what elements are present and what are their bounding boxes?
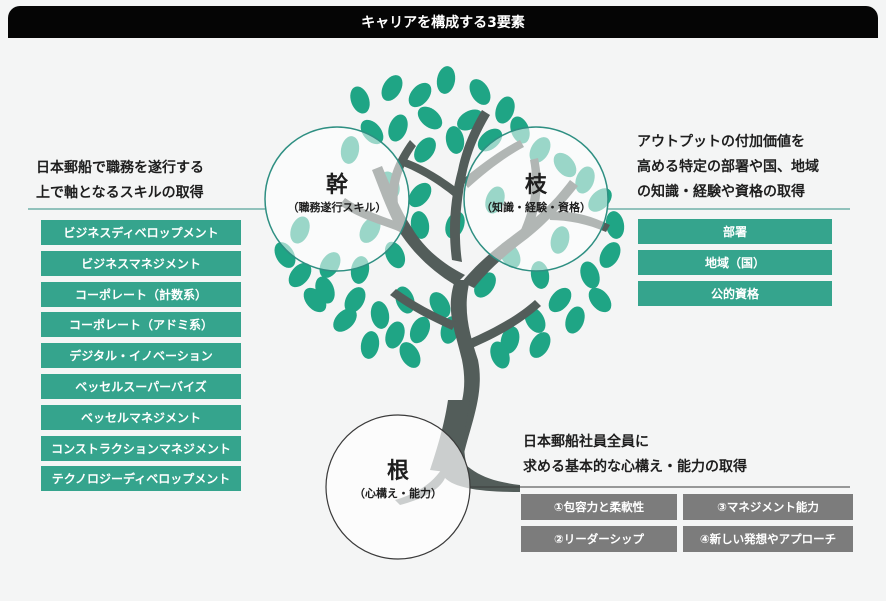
- leaf-shape: [599, 242, 621, 268]
- branch-circle: [463, 126, 609, 272]
- leaf-shape: [360, 331, 380, 359]
- leaf-shape: [605, 211, 625, 239]
- root-heading-line: 日本郵船社員全員に: [523, 434, 649, 450]
- trunk-skill-list: ビジネスディベロップメント ビジネスマネジメント コーポレート（計数系） コーポ…: [41, 220, 241, 492]
- leaf-shape: [588, 287, 612, 313]
- trunk-skill-item: コーポレート（計数系）: [41, 281, 241, 307]
- leaf-shape: [417, 106, 443, 130]
- leaf-shape: [333, 308, 357, 332]
- branch-circle-label: 枝 （知識・経験・資格）: [466, 172, 606, 216]
- leaf-shape: [399, 342, 421, 368]
- trunk-circle: [264, 126, 410, 272]
- leaf-shape: [495, 96, 515, 124]
- leaf-shape: [388, 114, 408, 142]
- leaf-shape: [429, 292, 451, 318]
- leaf-shape: [381, 75, 403, 101]
- trunk-skill-item: ビジネスマネジメント: [41, 250, 241, 276]
- trunk-skill-item: ベッセルスーパーバイズ: [41, 373, 241, 399]
- leaf-shape: [408, 82, 432, 108]
- leaf-shape: [385, 321, 405, 349]
- branch-heading-line: の知識・経験や資格の取得: [637, 184, 805, 200]
- leaf-shape: [529, 332, 551, 358]
- leaf-shape: [303, 287, 327, 313]
- leaf-shape: [370, 301, 390, 329]
- branch-knowledge-item: 部署: [638, 219, 832, 244]
- trunk-heading-line: 日本郵船で職務を遂行する: [36, 160, 204, 176]
- leaf-shape: [580, 261, 600, 289]
- root-kanji: 根: [386, 459, 409, 484]
- root-ability-item: ②リーダーシップ: [521, 526, 677, 552]
- leaf-shape: [344, 287, 366, 313]
- leaf-shape: [414, 137, 436, 163]
- leaf-shape: [408, 182, 432, 208]
- trunk-kanji: 幹: [325, 173, 348, 198]
- page-title: キャリアを構成する3要素: [361, 15, 525, 31]
- branch-heading-line: アウトプットの付加価値を: [637, 134, 805, 150]
- branch-heading-line: 高める特定の部署や国、地域: [637, 159, 819, 175]
- branch-knowledge-item: 公的資格: [638, 281, 832, 306]
- leaf-shape: [565, 306, 585, 334]
- root-ability-item: ①包容力と柔軟性: [521, 494, 677, 520]
- leaf-shape: [490, 341, 510, 369]
- root-heading-line: 求める基本的な心構え・能力の取得: [523, 459, 747, 475]
- branch-kanji: 枝: [524, 173, 547, 198]
- branch-heading: アウトプットの付加価値を 高める特定の部署や国、地域 の知識・経験や資格の取得: [637, 130, 819, 205]
- root-heading: 日本郵船社員全員に 求める基本的な心構え・能力の取得: [523, 430, 747, 480]
- trunk-skill-item: ビジネスディベロップメント: [41, 220, 241, 245]
- branch-knowledge-item: 地域（国）: [638, 250, 832, 275]
- root-subtitle: （心構え・能力）: [354, 487, 442, 500]
- trunk-skill-item: コーポレート（アドミ系）: [41, 312, 241, 338]
- trunk-skill-item: ベッセルマネジメント: [41, 404, 241, 430]
- root-circle-label: 根 （心構え・能力）: [328, 458, 468, 502]
- leaf-shape: [288, 262, 312, 288]
- root-ability-item: ④新しい発想やアプローチ: [683, 526, 853, 552]
- leaf-shape: [409, 316, 431, 344]
- trunk-skill-item: テクノロジーディベロップメント: [41, 466, 241, 492]
- root-ability-grid: ①包容力と柔軟性 ③マネジメント能力 ②リーダーシップ ④新しい発想やアプローチ: [521, 494, 853, 552]
- trunk-heading-line: 上で軸となるスキルの取得: [36, 185, 204, 201]
- trunk-circle-label: 幹 （職務遂行スキル）: [267, 172, 407, 216]
- trunk-heading: 日本郵船で職務を遂行する 上で軸となるスキルの取得: [36, 156, 204, 206]
- trunk-skill-item: デジタル・イノベーション: [41, 343, 241, 369]
- leaf-shape: [548, 287, 572, 313]
- root-ability-item: ③マネジメント能力: [683, 494, 853, 520]
- branch-subtitle: （知識・経験・資格）: [481, 201, 591, 214]
- leaf-shape: [436, 66, 456, 94]
- title-bar: キャリアを構成する3要素: [8, 6, 878, 38]
- leaf-shape: [350, 86, 370, 114]
- leaf-shape: [469, 79, 491, 105]
- leaf-shape: [410, 211, 430, 239]
- leaf-shape: [445, 126, 465, 154]
- trunk-subtitle: （職務遂行スキル）: [287, 201, 387, 214]
- trunk-skill-item: コンストラクションマネジメント: [41, 435, 241, 461]
- branch-knowledge-list: 部署 地域（国） 公的資格: [638, 219, 832, 306]
